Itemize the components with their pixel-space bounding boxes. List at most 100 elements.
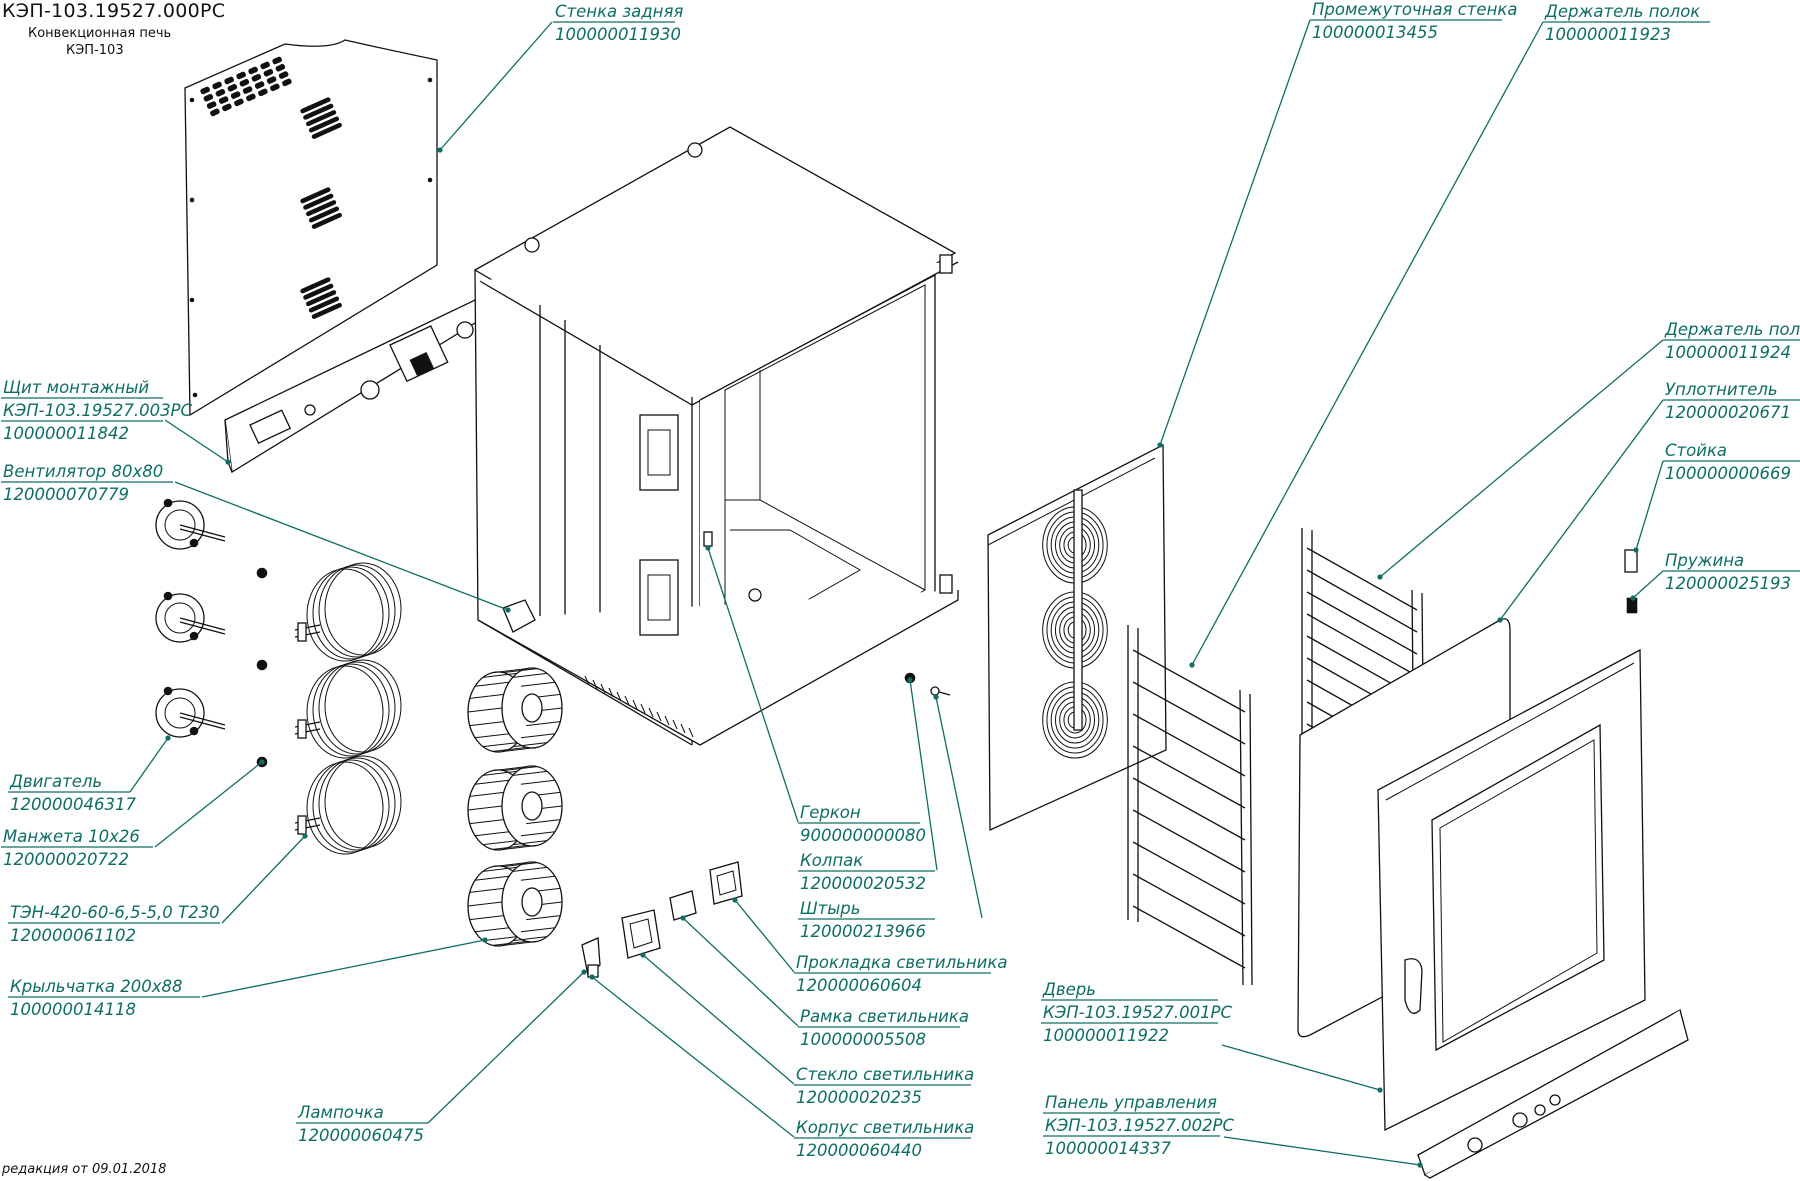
document-code: КЭП-103.19527.000РС [2,0,226,22]
part-label-prokladka-svetilnika: Прокладка светильника [796,953,1007,972]
callout-panel-upravleniya: Панель управленияКЭП-103.19527.002РС1000… [1043,1093,1235,1158]
part-label-shchit-montazhny-1: КЭП-103.19527.003РС [3,401,193,420]
leader-shtyr [935,696,983,919]
part-number-stoyka-1: 100000000669 [1665,464,1791,483]
part-label-stoyka: Стойка [1665,441,1727,460]
leader-dot-prokladka-svetilnika [732,897,738,903]
callout-stoyka: Стойка 100000000669 [1663,441,1800,483]
product-name: Конвекционная печь [28,26,172,41]
part-label-shchit-montazhny: Щит монтажный [3,378,149,397]
shelf-holder-left-drawing [1127,625,1253,986]
leader-dot-dver [1377,1087,1383,1093]
leader-uplotnitel [1499,399,1664,621]
leader-prokladka-svetilnika [734,899,795,973]
lamp-parts-drawing [581,861,743,978]
part-label-manzheta: Манжета 10х26 [3,827,140,846]
callout-pruzhina: Пружина 120000025193 [1663,551,1800,593]
leader-dot-panel-upravleniya [1417,1162,1423,1168]
part-number-ramka-svetilnika-1: 100000005508 [800,1030,926,1049]
leader-pruzhina [1632,570,1664,599]
leader-ten [221,835,306,924]
part-number-ventilyator-1: 120000070779 [3,485,129,504]
door-drawing [1377,648,1646,1132]
leader-dvigatel [129,737,169,793]
revision-date: редакция от 09.01.2018 [2,1162,167,1177]
intermediate-wall-drawing [987,443,1167,832]
callout-stenka-zadnyaya: Стенка задняя 100000011930 [553,2,683,44]
part-label-ramka-svetilnika: Рамка светильника [800,1007,969,1026]
leader-kolpak [909,679,938,871]
motors-drawing [155,498,226,738]
product-model: КЭП-103 [66,43,124,58]
part-label-gerkon: Геркон [800,803,861,822]
leader-derzhatel-polok-1 [1191,21,1544,666]
leader-dver [1221,1044,1381,1091]
callout-dvigatel: Двигатель 120000046317 [8,772,136,814]
leader-dot-dvigatel [165,735,171,741]
part-label-dver: Дверь [1042,980,1096,999]
part-label-pruzhina: Пружина [1665,551,1744,570]
part-number-promezhutochnaya-stenka-1: 100000013455 [1312,23,1438,42]
part-number-manzheta-1: 120000020722 [3,850,129,869]
callout-krylchatka: Крыльчатка 200х88 100000014118 [8,977,200,1019]
part-label-promezhutochnaya-stenka: Промежуточная стенка [1312,0,1517,19]
gaskets-drawing [256,567,268,768]
heating-elements-drawing [294,562,402,855]
part-label-uplotnitel: Уплотнитель [1665,380,1778,399]
leader-dot-pruzhina [1630,595,1636,601]
leader-gerkon [707,547,799,823]
mounting-board-drawing [224,299,481,474]
part-number-derzhatel-polok-2-1: 100000011924 [1665,343,1791,362]
leader-manzheta [154,761,263,848]
leader-dot-krylchatka [482,937,488,943]
part-label-stenka-zadnyaya: Стенка задняя [555,2,683,21]
part-label-korpus-svetilnika: Корпус светильника [796,1118,974,1137]
part-number-derzhatel-polok-1-1: 100000011923 [1545,25,1671,44]
leader-dot-derzhatel-polok-2 [1377,574,1383,580]
part-label-krylchatka: Крыльчатка 200х88 [10,977,183,996]
part-number-krylchatka-1: 100000014118 [10,1000,136,1019]
part-number-ten-1: 120000061102 [10,926,136,945]
part-label-dvigatel: Двигатель [9,772,102,791]
part-number-dver-2: 100000011922 [1043,1026,1169,1045]
callout-korpus-svetilnika: Корпус светильника 120000060440 [794,1118,974,1160]
part-number-shchit-montazhny-2: 100000011842 [3,424,129,443]
leader-dot-stoyka [1633,547,1639,553]
part-label-steklo-svetilnika: Стекло светильника [796,1065,974,1084]
callout-manzheta: Манжета 10х26 120000020722 [1,827,153,869]
part-number-stenka-zadnyaya-1: 100000011930 [555,25,681,44]
callout-leader-lines [129,19,1664,1168]
part-number-korpus-svetilnika-1: 120000060440 [796,1141,922,1160]
part-label-dver-1: КЭП-103.19527.001РС [1043,1003,1233,1022]
callout-derzhatel-polok-2: Держатель полок 100000011924 [1663,320,1800,362]
part-number-pruzhina-1: 120000025193 [1665,574,1791,593]
leader-krylchatka [201,939,486,998]
part-label-ventilyator: Вентилятор 80х80 [3,462,163,481]
part-label-derzhatel-polok-2: Держатель полок [1664,320,1800,339]
part-number-dvigatel-1: 120000046317 [10,795,136,814]
leader-dot-ten [302,833,308,839]
leader-ventilyator [174,481,509,611]
part-number-lampochka-1: 120000060475 [298,1126,424,1145]
leader-dot-steklo-svetilnika [640,952,646,958]
leader-dot-manzheta [259,759,265,765]
leader-promezhutochnaya-stenka [1159,19,1311,446]
leader-shchit-montazhny [164,419,229,463]
stand-and-spring-drawing [1624,549,1638,614]
leader-lampochka [427,971,585,1124]
leader-dot-ventilyator [505,607,511,613]
oven-body-drawing [473,126,959,746]
impellers-drawing [467,667,563,947]
leader-dot-shtyr [933,694,939,700]
part-label-lampochka: Лампочка [297,1103,384,1122]
part-number-shtyr-1: 120000213966 [800,922,926,941]
